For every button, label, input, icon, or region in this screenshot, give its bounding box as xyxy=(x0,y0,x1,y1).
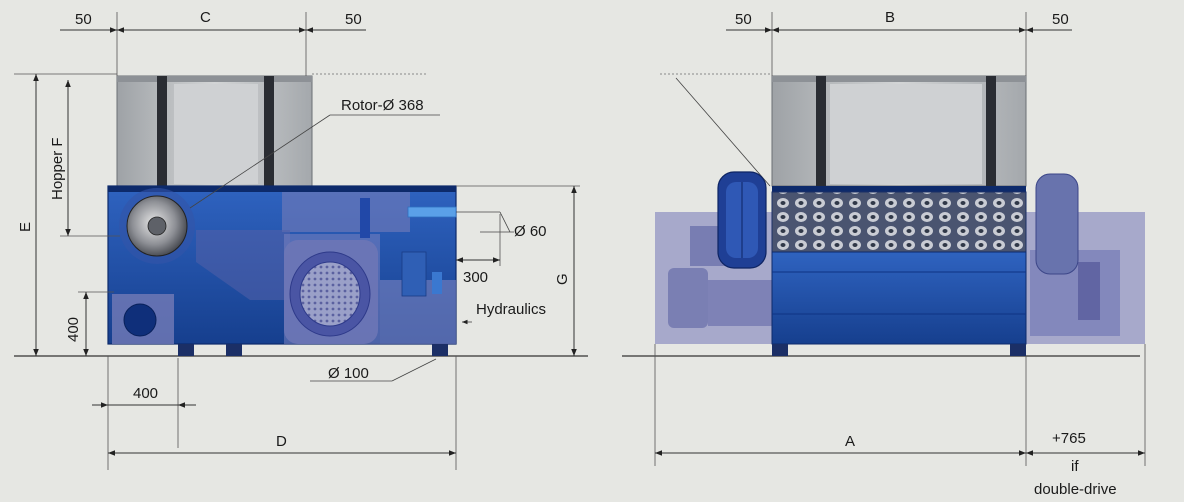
label-shaft-diameter: Ø 60 xyxy=(514,223,547,240)
side-view: 50 C 50 E Hopper F 400 Rotor-Ø 368 G Ø 6… xyxy=(14,9,588,470)
dim-label-d: D xyxy=(276,433,287,450)
dim-label-front-50-right: 50 xyxy=(1052,11,1069,28)
drive-motor-right xyxy=(1035,173,1079,275)
dim-label-b: B xyxy=(885,9,895,26)
dim-label-hopper-f: Hopper F xyxy=(49,137,66,200)
dim-label-300: 300 xyxy=(463,269,488,286)
dim-label-if: if xyxy=(1071,458,1079,475)
dim-label-side-50-right: 50 xyxy=(345,11,362,28)
label-foot-diameter: Ø 100 xyxy=(328,365,369,382)
dim-label-g: G xyxy=(554,273,571,285)
shredder-body-side xyxy=(107,185,457,356)
dim-label-a: A xyxy=(845,433,855,450)
shredder-body-front xyxy=(717,171,1079,356)
dim-label-c: C xyxy=(200,9,211,26)
hopper-front xyxy=(660,73,1027,187)
label-rotor-diameter: Rotor-Ø 368 xyxy=(341,97,424,114)
rotor-cutters xyxy=(771,191,1027,253)
dim-label-400-vertical: 400 xyxy=(65,317,82,342)
hopper-side xyxy=(116,73,426,187)
dim-label-front-50-left: 50 xyxy=(735,11,752,28)
dim-label-e: E xyxy=(17,222,34,232)
dim-label-plus-765: +765 xyxy=(1052,430,1086,447)
dim-label-400-horizontal: 400 xyxy=(133,385,158,402)
label-hydraulics: Hydraulics xyxy=(476,301,546,318)
dim-label-side-50-left: 50 xyxy=(75,11,92,28)
front-view: 50 B 50 A +765 if double-drive xyxy=(622,9,1146,498)
dim-label-double-drive: double-drive xyxy=(1034,481,1117,498)
